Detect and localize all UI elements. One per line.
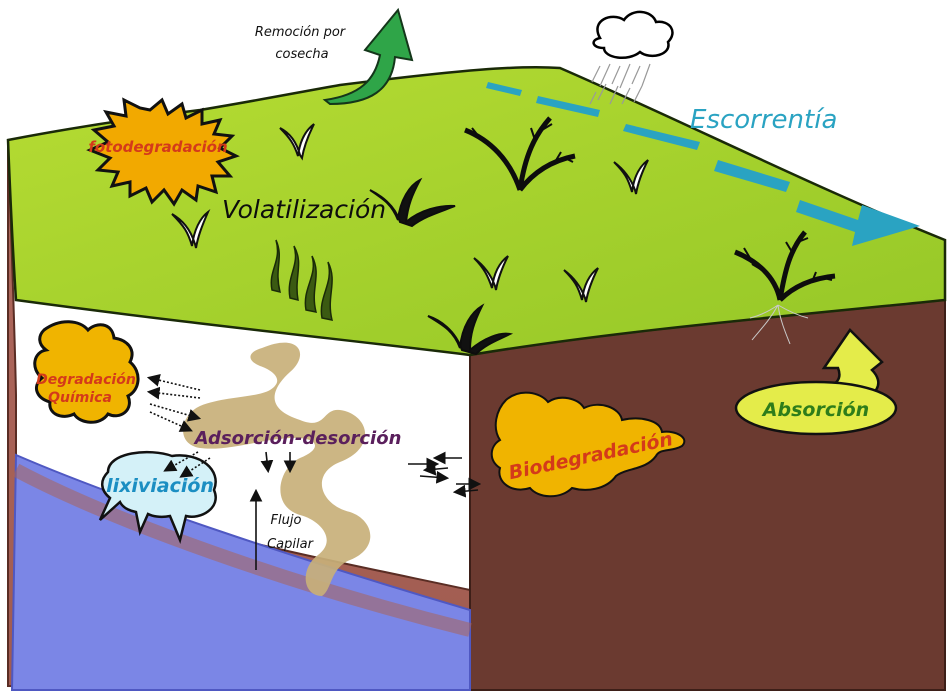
runoff-label: Escorrentía <box>690 105 837 135</box>
capillary-flow-label-2: Capilar <box>267 537 314 552</box>
leaching-label: lixiviación <box>106 475 214 497</box>
rain-cloud-icon <box>590 12 672 104</box>
photodegradation-label: fotodegradación <box>88 138 227 156</box>
adsorption-desorption-label: Adsorción-desorción <box>193 428 402 449</box>
removal-label-2: cosecha <box>275 47 328 62</box>
removal-label-1: Remoción por <box>255 25 347 40</box>
chemical-degradation-label-1: Degradación <box>36 372 136 388</box>
absorption-label: Absorción <box>761 399 869 421</box>
groundwater-layer <box>12 455 470 690</box>
capillary-flow-label-1: Flujo <box>271 513 302 528</box>
chemical-degradation-label-2: Química <box>48 390 112 406</box>
volatilization-label: Volatilización <box>222 195 386 224</box>
